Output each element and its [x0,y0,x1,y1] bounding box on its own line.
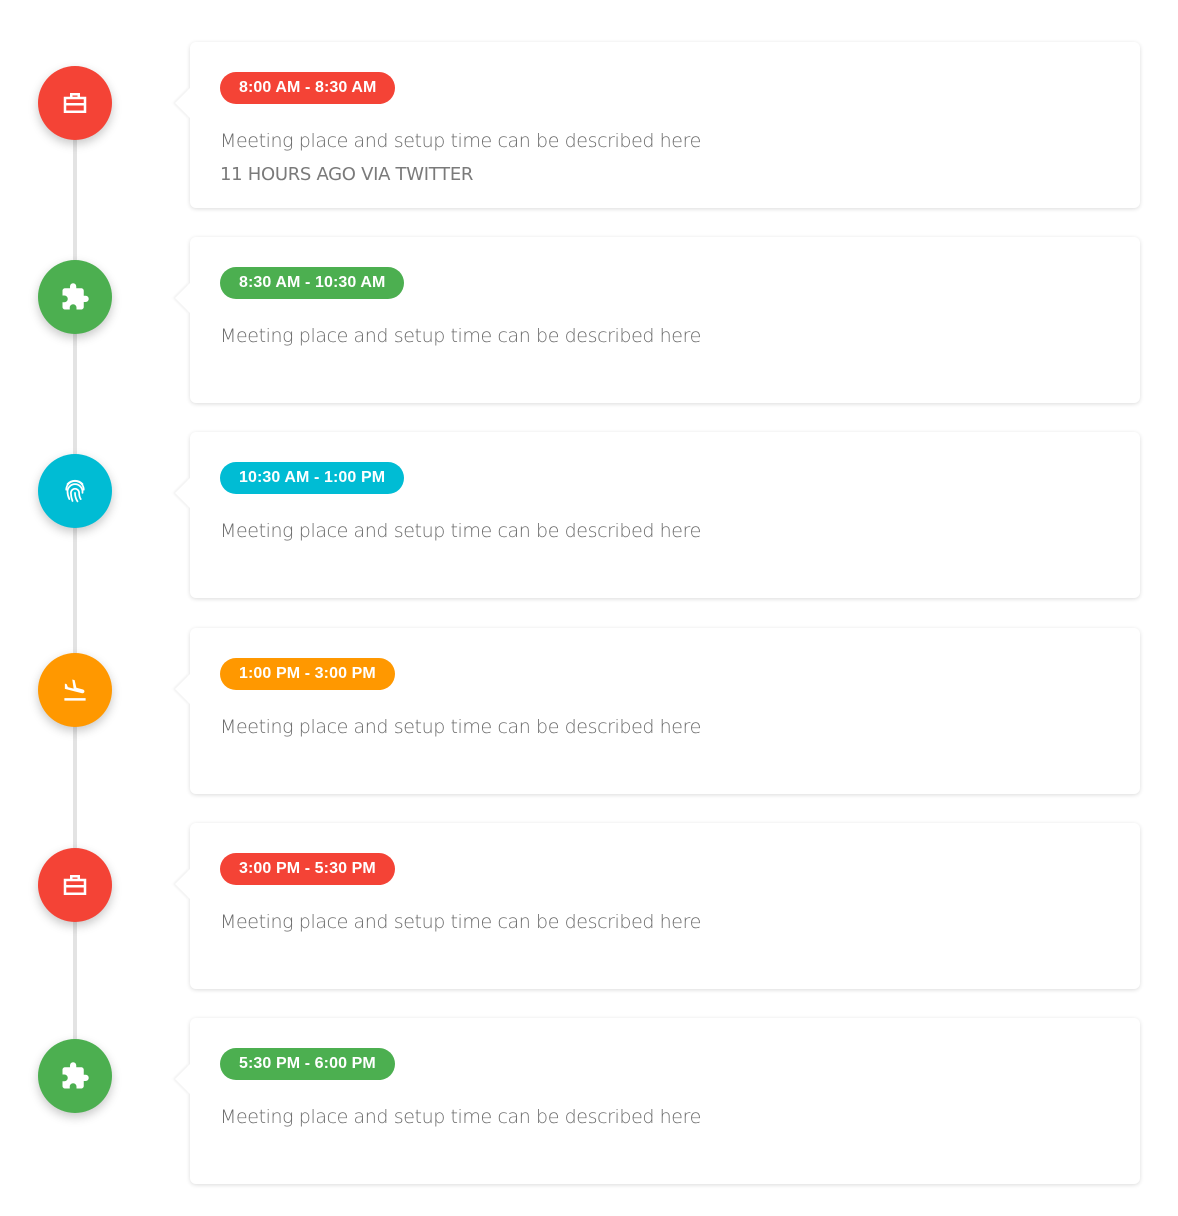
event-badge [38,1039,112,1113]
briefcase-icon [63,93,87,113]
flight-land-icon [64,679,86,701]
card-pointer [175,869,190,899]
event-card: 10:30 AM - 1:00 PM Meeting place and set… [175,432,1140,598]
time-badge: 8:30 AM - 10:30 AM [220,267,405,299]
time-badge: 3:00 PM - 5:30 PM [220,853,395,885]
card-pointer [175,283,190,313]
event-card: 8:00 AM - 8:30 AM Meeting place and setu… [175,42,1140,208]
event-meta: 11 HOURS AGO VIA TWITTER [220,164,474,185]
fingerprint-icon [65,479,85,503]
timeline-event: 8:00 AM - 8:30 AM Meeting place and setu… [0,42,1178,208]
timeline-event: 1:00 PM - 3:00 PM Meeting place and setu… [0,628,1178,794]
event-badge [38,66,112,140]
timeline-event: 8:30 AM - 10:30 AM Meeting place and set… [0,237,1178,403]
event-card: 8:30 AM - 10:30 AM Meeting place and set… [175,237,1140,403]
event-description: Meeting place and setup time can be desc… [220,520,701,542]
timeline-event: 10:30 AM - 1:00 PM Meeting place and set… [0,432,1178,598]
time-badge: 1:00 PM - 3:00 PM [220,658,395,690]
event-description: Meeting place and setup time can be desc… [220,716,701,738]
timeline-event: 5:30 PM - 6:00 PM Meeting place and setu… [0,1018,1178,1184]
event-description: Meeting place and setup time can be desc… [220,911,701,933]
time-badge: 10:30 AM - 1:00 PM [220,462,405,494]
time-badge: 5:30 PM - 6:00 PM [220,1048,395,1080]
event-badge [38,653,112,727]
event-badge [38,848,112,922]
briefcase-icon [63,875,87,895]
event-description: Meeting place and setup time can be desc… [220,1106,701,1128]
event-description: Meeting place and setup time can be desc… [220,325,701,347]
card-pointer [175,88,190,118]
puzzle-icon [62,283,89,310]
card-pointer [175,478,190,508]
card-pointer [175,1064,190,1094]
event-card: 5:30 PM - 6:00 PM Meeting place and setu… [175,1018,1140,1184]
event-card: 3:00 PM - 5:30 PM Meeting place and setu… [175,823,1140,989]
time-badge: 8:00 AM - 8:30 AM [220,72,396,104]
event-card: 1:00 PM - 3:00 PM Meeting place and setu… [175,628,1140,794]
timeline-event: 3:00 PM - 5:30 PM Meeting place and setu… [0,823,1178,989]
puzzle-icon [62,1062,89,1089]
event-badge [38,454,112,528]
timeline-connector-line [73,104,77,1076]
card-pointer [175,674,190,704]
event-description: Meeting place and setup time can be desc… [220,130,701,152]
event-badge [38,260,112,334]
